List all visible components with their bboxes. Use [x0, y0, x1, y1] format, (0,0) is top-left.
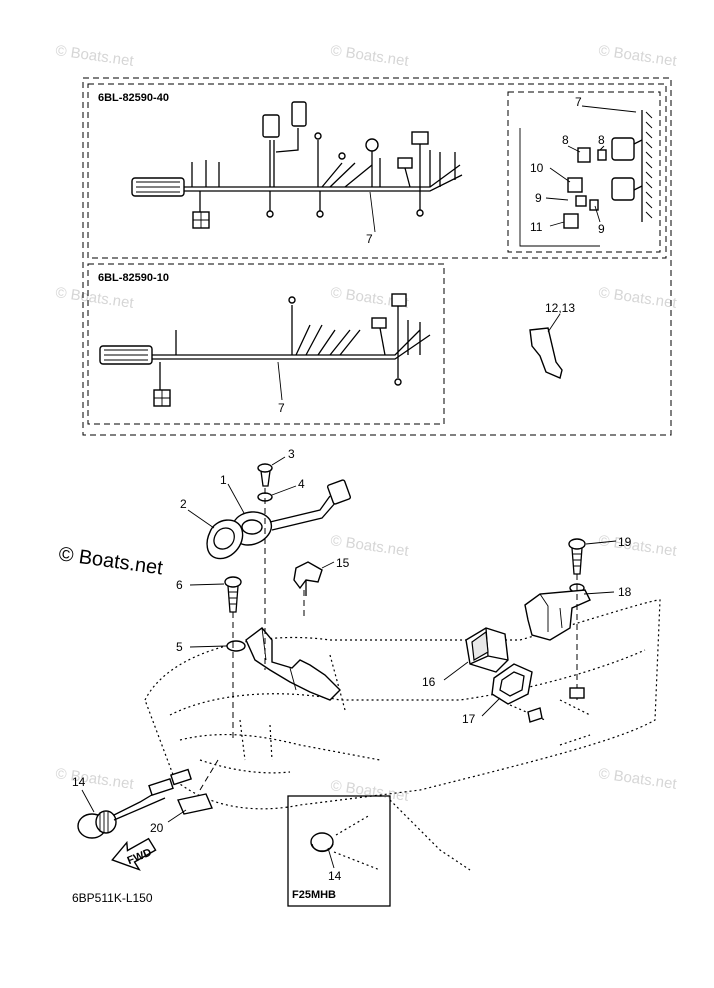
harness-10-frame [87, 263, 445, 425]
watermark-10: © Boats.net [329, 777, 410, 805]
callout-15: 15 [336, 556, 350, 570]
wire-harness-40 [131, 101, 463, 229]
callout-9a: 9 [535, 191, 542, 205]
assembly-guides [232, 488, 305, 740]
callout-20: 20 [150, 821, 164, 835]
bracket-5 [226, 627, 341, 701]
watermark-9: © Boats.net [54, 765, 135, 793]
callout-7c: 7 [278, 401, 285, 415]
harness-40-frame [87, 83, 667, 259]
watermark-2: © Boats.net [329, 42, 410, 70]
leader-2 [187, 509, 215, 529]
watermark-main: © Boats.net [57, 543, 164, 579]
wire-harness-10 [99, 293, 431, 407]
leader-7a [369, 191, 376, 233]
callout-19: 19 [618, 535, 632, 549]
leader-7c [277, 361, 283, 401]
leader-20 [167, 809, 187, 823]
connector-detail [519, 105, 653, 247]
gasket-2 [206, 519, 244, 560]
screw-3 [257, 463, 273, 487]
outer-group-frame [82, 77, 672, 436]
callout-3: 3 [288, 447, 295, 461]
bracket-18 [524, 589, 591, 641]
clip-15 [293, 561, 323, 596]
callout-14a: 14 [72, 775, 86, 789]
label-20 [177, 793, 213, 815]
leader-1 [227, 483, 245, 514]
callout-10: 10 [530, 161, 544, 175]
callout-5: 5 [176, 640, 183, 654]
callout-16: 16 [422, 675, 436, 689]
screw-6 [224, 576, 242, 613]
leader-17 [481, 697, 501, 717]
boss-17 [527, 707, 543, 723]
leader-19 [585, 540, 617, 545]
callout-17: 17 [462, 712, 476, 726]
leader-4 [271, 485, 297, 496]
callout-1: 1 [220, 473, 227, 487]
leader-5 [189, 645, 227, 648]
leader-16 [443, 661, 469, 681]
connector-detail-frame [507, 91, 661, 253]
watermark-4: © Boats.net [54, 284, 135, 312]
guide-20 [199, 759, 219, 791]
callout-8b: 8 [598, 133, 605, 147]
callout-8a: 8 [562, 133, 569, 147]
plug-16 [465, 627, 509, 673]
diagram-code: 6BP511K-L150 [72, 891, 153, 905]
plug-14-inset [310, 814, 381, 871]
callout-7a: 7 [366, 232, 373, 246]
callout-14b: 14 [328, 869, 342, 883]
watermark-8: © Boats.net [597, 532, 678, 560]
watermark-3: © Boats.net [597, 42, 678, 70]
harness-40-code: 6BL-82590-40 [98, 92, 169, 104]
switch-14 [77, 768, 192, 839]
watermark-1: © Boats.net [54, 42, 135, 70]
leader-12-13 [547, 313, 561, 333]
watermark-11: © Boats.net [597, 765, 678, 793]
f25mhb-code: F25MHB [292, 889, 336, 901]
harness-10-code: 6BL-82590-10 [98, 272, 169, 284]
bottom-cowling [144, 599, 661, 871]
callout-2: 2 [180, 497, 187, 511]
f25mhb-inset-frame [287, 795, 391, 907]
callout-12-13: 12,13 [545, 301, 575, 315]
leader-18 [583, 591, 615, 595]
leader-14b [327, 847, 335, 869]
leader-14a [81, 789, 95, 813]
leader-3 [271, 456, 286, 466]
watermark-6: © Boats.net [597, 284, 678, 312]
callout-11: 11 [530, 220, 543, 234]
leader-15 [321, 561, 335, 569]
callout-9b: 9 [598, 222, 605, 236]
callout-6: 6 [176, 578, 183, 592]
callout-18: 18 [618, 585, 632, 599]
boss-18 [569, 687, 585, 699]
forward-arrow: FWD [111, 837, 157, 871]
callout-4: 4 [298, 477, 305, 491]
leader-6 [189, 583, 225, 586]
screw-19 [568, 538, 586, 575]
clamp-12-13 [529, 327, 563, 379]
callout-7b: 7 [575, 95, 582, 109]
gasket-17 [491, 663, 533, 705]
